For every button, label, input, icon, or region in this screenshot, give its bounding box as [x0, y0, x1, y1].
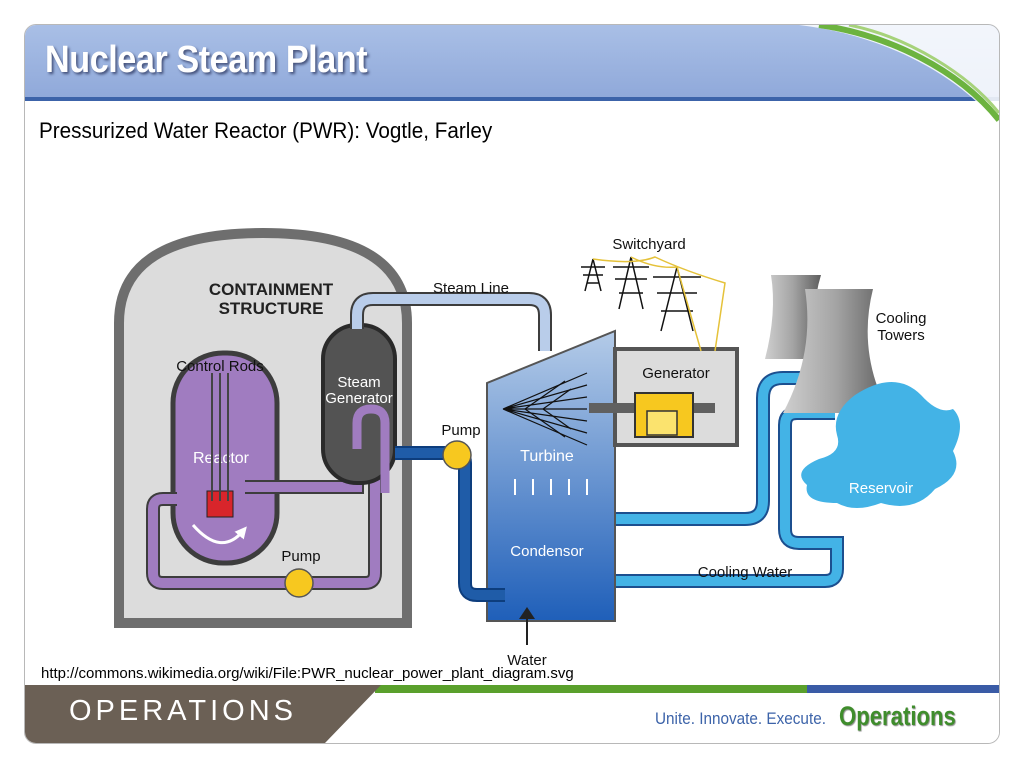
corner-swoosh-decoration — [799, 25, 999, 125]
footer-operations-label: OPERATIONS — [69, 695, 297, 727]
cooling-tower-front — [783, 289, 889, 413]
steam-generator-label-line1: Steam — [337, 374, 380, 391]
slide: Nuclear Steam Plant Pressurized Water Re… — [24, 24, 1000, 744]
reactor-flow-arrow — [191, 524, 247, 545]
reactor-label: Reactor — [193, 450, 250, 467]
feedwater-pump — [442, 440, 472, 470]
condensing-arrows — [514, 479, 588, 495]
footer-tagline: Unite. Innovate. Execute. — [655, 709, 826, 728]
reservoir-label: Reservoir — [849, 480, 913, 497]
steam-generator-tube — [352, 404, 390, 493]
footer-band — [25, 685, 999, 743]
turbine-blades — [502, 372, 588, 446]
power-lines — [592, 256, 726, 352]
cooling-towers-label-line1: Cooling — [876, 310, 927, 327]
reservoir — [801, 382, 960, 508]
generator-label: Generator — [642, 365, 710, 382]
containment-label-line1: CONTAINMENT — [209, 280, 334, 299]
condensor-label: Condensor — [510, 543, 583, 560]
pwr-plant-diagram: CONTAINMENT STRUCTURE Turbine Condensor … — [114, 227, 960, 669]
turbine-label: Turbine — [520, 448, 574, 465]
source-url-caption: http://commons.wikimedia.org/wiki/File:P… — [41, 665, 574, 682]
containment-label-line2: STRUCTURE — [219, 299, 324, 318]
reactor-vessel — [170, 350, 280, 566]
control-rods-label: Control Rods — [176, 358, 264, 375]
steam-generator-label-line2: Generator — [325, 390, 393, 407]
slide-title: Nuclear Steam Plant — [45, 39, 368, 81]
steam-line-label: Steam Line — [433, 280, 509, 297]
footer-brand-logo-text: Operations — [839, 701, 956, 731]
cooling-towers-label-line2: Towers — [877, 327, 925, 344]
switchyard-label: Switchyard — [612, 236, 685, 253]
pump-bottom-label: Pump — [281, 548, 320, 565]
control-rods — [211, 373, 229, 501]
reactor-coolant-pump — [284, 568, 314, 598]
slide-subtitle: Pressurized Water Reactor (PWR): Vogtle,… — [39, 118, 493, 143]
cooling-water-label: Cooling Water — [698, 564, 792, 581]
title-bar: Nuclear Steam Plant — [25, 25, 999, 125]
pump-top-label: Pump — [441, 422, 480, 439]
turbine-hall — [486, 329, 616, 622]
water-label: Water — [507, 652, 546, 669]
